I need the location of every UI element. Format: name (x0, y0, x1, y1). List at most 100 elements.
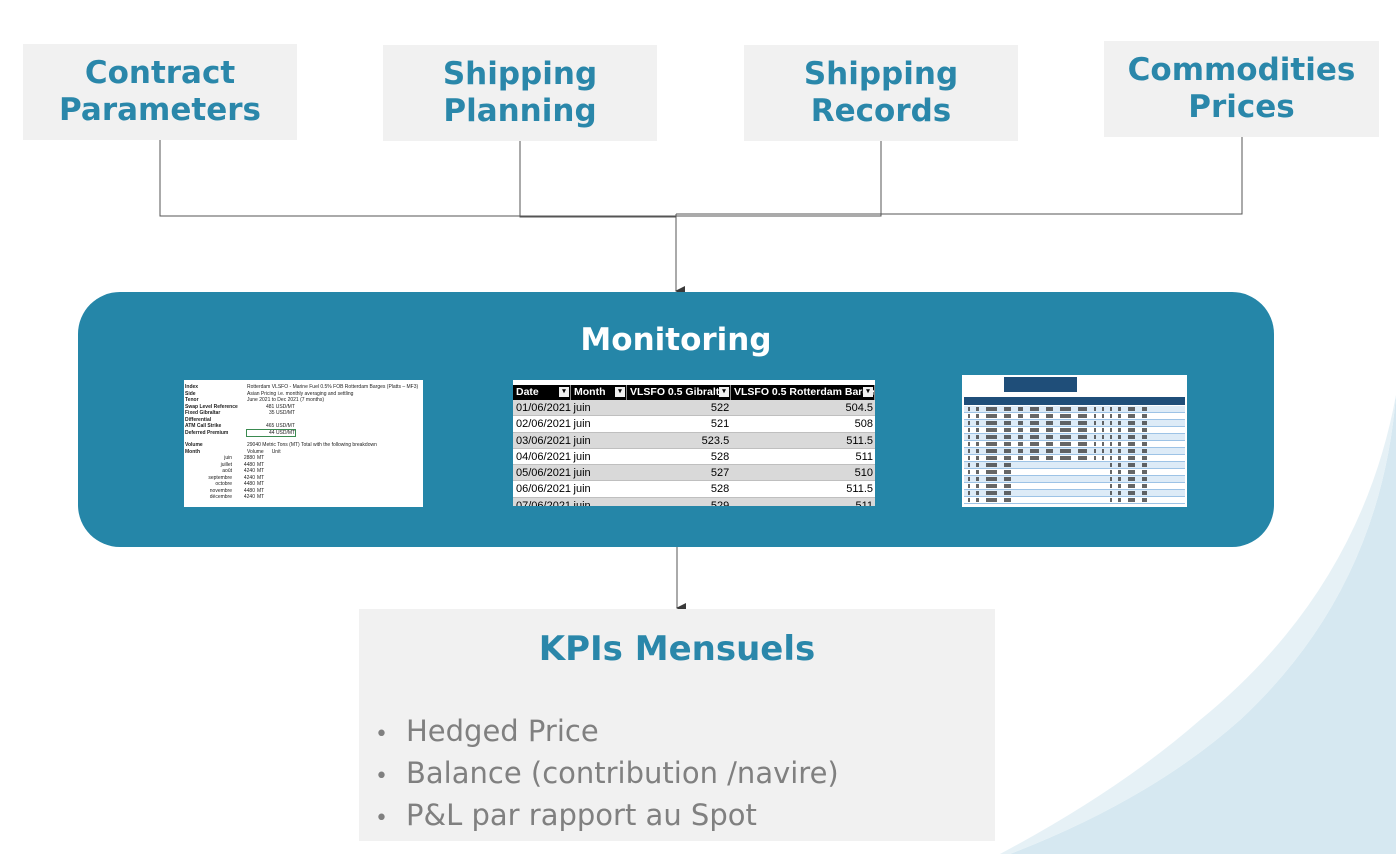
sheet-cell (1128, 421, 1135, 425)
sheet-cell (1142, 498, 1147, 502)
filter-dropdown-icon[interactable]: ▾ (615, 387, 625, 397)
sheet-cell (1142, 477, 1147, 481)
sheet-cell (1110, 498, 1112, 502)
sheet-cell (1046, 421, 1053, 425)
sheet-cell (1128, 477, 1135, 481)
sheet-cell (968, 484, 970, 488)
sheet-cell (1078, 449, 1087, 453)
price-table-thumbnail: Date▾ Month▾ VLSFO 0.5 Gibraltar▾ VLSFO … (513, 380, 875, 506)
sheet-cell (976, 407, 979, 411)
sheet-cell (1118, 477, 1121, 481)
sheet-cell (1102, 414, 1104, 418)
sheet-cell (1110, 421, 1112, 425)
sheet-cell (1142, 421, 1147, 425)
sheet-cell (1004, 449, 1011, 453)
connector-contract (159, 140, 676, 217)
sheet-cell (968, 407, 970, 411)
sheet-cell (1110, 414, 1112, 418)
sheet-cell (1094, 414, 1096, 418)
header-month: Month▾ (571, 385, 627, 400)
sheet-cell (1004, 470, 1011, 474)
sheet-cell (1078, 414, 1087, 418)
sheet-cell (986, 463, 997, 467)
sheet-header-row (964, 397, 1185, 405)
sheet-cell (968, 491, 970, 495)
sheet-cell (1030, 442, 1039, 446)
contract-parameters-box: Contract Parameters (23, 44, 297, 140)
sheet-cell (1060, 449, 1071, 453)
sheet-cell (1030, 421, 1039, 425)
list-item: •P&L par rapport au Spot (373, 796, 839, 838)
shipping-records-line1: Shipping (803, 56, 959, 92)
sheet-cell (986, 421, 997, 425)
sheet-cell (976, 428, 979, 432)
filter-dropdown-icon[interactable]: ▾ (719, 387, 729, 397)
sheet-cell (1142, 407, 1147, 411)
connector-prices (676, 137, 1243, 215)
kpi-list: •Hedged Price •Balance (contribution /na… (373, 712, 839, 838)
sheet-cell (1118, 435, 1121, 439)
header-date: Date▾ (513, 385, 571, 400)
sheet-cell (1142, 435, 1147, 439)
sheet-cell (1118, 470, 1121, 474)
sheet-cell (986, 484, 997, 488)
table-row (964, 476, 1185, 484)
sheet-cell (1128, 428, 1135, 432)
kpi-title: KPIs Mensuels (538, 629, 816, 669)
sheet-cell (1078, 428, 1087, 432)
sheet-cell (976, 491, 979, 495)
sheet-cell (1118, 463, 1121, 467)
sheet-cell (986, 456, 997, 460)
sheet-cell (1018, 456, 1023, 460)
sheet-cell (1110, 484, 1112, 488)
bullet-icon: • (375, 764, 388, 789)
filter-dropdown-icon[interactable]: ▾ (863, 387, 873, 397)
sheet-cell (1004, 477, 1011, 481)
sheet-cell (1102, 442, 1104, 446)
sheet-cell (1094, 442, 1096, 446)
filter-dropdown-icon[interactable]: ▾ (559, 387, 569, 397)
sheet-cell (968, 498, 970, 502)
sheet-cell (1060, 414, 1071, 418)
sheet-cell (1078, 435, 1087, 439)
sheet-cell (1046, 456, 1053, 460)
list-item: •Balance (contribution /navire) (373, 754, 839, 796)
sheet-cell (986, 491, 997, 495)
sheet-cell (1018, 442, 1023, 446)
table-row (964, 441, 1185, 449)
sheet-cell (1118, 491, 1121, 495)
kpi-box: KPIs Mensuels •Hedged Price •Balance (co… (359, 609, 995, 841)
sheet-cell (1118, 498, 1121, 502)
sheet-cell (1110, 491, 1112, 495)
sheet-cell (1128, 456, 1135, 460)
sheet-cell (968, 449, 970, 453)
sheet-cell (976, 421, 979, 425)
shipping-planning-line1: Shipping (442, 56, 598, 92)
sheet-cell (1142, 414, 1147, 418)
sheet-cell (1128, 414, 1135, 418)
commodities-prices-box: Commodities Prices (1104, 41, 1379, 137)
monitoring-title: Monitoring (580, 322, 772, 358)
sheet-cell (1030, 407, 1039, 411)
sheet-cell (1046, 449, 1053, 453)
sheet-cell (968, 428, 970, 432)
sheet-cell (1102, 456, 1104, 460)
table-row (964, 483, 1185, 491)
sheet-cell (1102, 435, 1104, 439)
sheet-cell (1004, 442, 1011, 446)
sheet-cell (1118, 449, 1121, 453)
sheet-cell (1094, 449, 1096, 453)
sheet-cell (968, 414, 970, 418)
